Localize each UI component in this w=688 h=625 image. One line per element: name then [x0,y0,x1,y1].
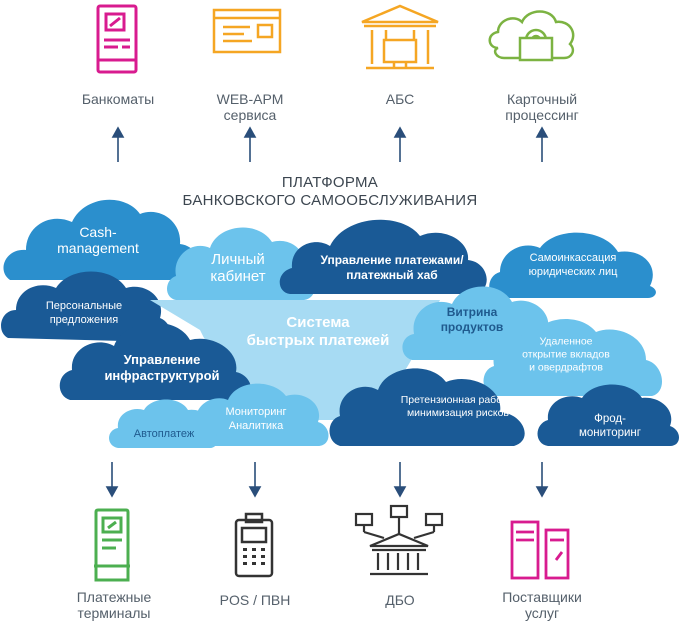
cloud-label-fast-payments: Система быстрых платежей [246,314,390,349]
cloud-fraud [537,384,679,446]
cloud-personal-offers [1,271,170,342]
cloud-label-claims: Претензионная работа, минимизация рисков [400,394,516,419]
down-arrows [105,462,549,498]
web-browser-icon [212,8,282,54]
atm-icon [96,4,138,74]
cloud-remote-deposits [483,319,663,396]
top-item-label: АБС [385,91,415,107]
bottom-item-label: Платежные терминалы [76,589,152,621]
platform-title: ПЛАТФОРМА БАНКОВСКОГО САМООБСЛУЖИВАНИЯ [182,174,478,209]
cloud-personal-cabinet [167,227,315,300]
bottom-item-label: Поставщики услуг [502,589,582,621]
network-bank-icon [354,504,444,576]
cloud-label-personal-cabinet: Личный кабинет [210,251,266,285]
cloud-gear-icon [488,10,575,62]
cloud-cash-management [3,199,199,280]
cloud-label-monitoring: Мониторинг Аналитика [225,406,287,432]
top-item-label: WEB-АРМ сервиса [216,91,284,123]
cloud-autopay [109,399,218,448]
up-arrows [111,126,549,162]
cloud-monitoring [186,383,329,446]
bank-building-icon [361,4,439,70]
cloud-payment-hub [279,219,487,294]
top-item-label: Карточный процессинг [505,91,579,123]
pos-terminal-icon [234,512,274,578]
payment-terminal-icon [94,508,130,582]
service-providers-icon [510,520,570,580]
cloud-label-cash-management: Cash- management [57,224,139,256]
cloud-label-self-collection: Самоинкассация юридических лиц [528,252,618,278]
cloud-label-autopay: Автоплатеж [133,428,195,440]
cloud-label-personal-offers: Персональные предложения [45,300,123,326]
top-item-label: Банкоматы [81,91,155,107]
cloud-label-remote-deposits: Удаленное открытие вкладов и овердрафтов [522,335,610,374]
cloud-label-fraud: Фрод-мониторинг [579,413,641,439]
cloud-claims [329,368,525,446]
cloud-label-payment-hub: Управление платежами/ платежный хаб [320,253,464,282]
cloud-self-collection [489,232,656,298]
cloud-label-infrastructure: Управление инфраструктурой [104,352,220,383]
bottom-item-label: POS / ПВН [219,592,291,608]
cloud-label-product-showcase: Витрина продуктов [440,305,504,334]
cloud-infrastructure [59,322,251,400]
bottom-item-label: ДБО [385,592,415,608]
